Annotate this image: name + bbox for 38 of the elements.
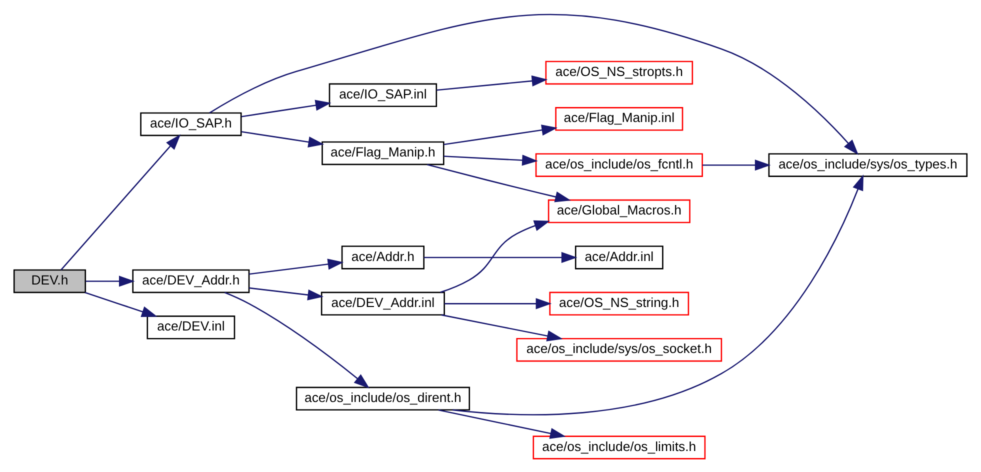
node-box: ace/IO_SAP.h — [140, 112, 242, 136]
node-box: ace/os_include/sys/os_socket.h — [516, 337, 722, 362]
node-box: ace/DEV.inl — [146, 315, 236, 339]
node-box: ace/Addr.inl — [574, 245, 664, 269]
node-box: ace/Flag_Manip.inl — [555, 106, 684, 130]
arrow — [440, 220, 550, 292]
node-box: ace/os_include/os_limits.h — [532, 435, 706, 459]
node-box: ace/os_include/os_dirent.h — [296, 386, 470, 410]
arrow — [441, 314, 563, 341]
arrow — [224, 291, 370, 388]
arrow — [452, 174, 864, 415]
node-box: ace/OS_NS_string.h — [549, 291, 690, 316]
arrow — [702, 159, 771, 170]
node-box: ace/DEV_Addr.h — [132, 268, 250, 293]
node-box: ace/Flag_Manip.h — [322, 140, 444, 165]
arrow — [248, 258, 344, 274]
arrow — [444, 154, 538, 166]
node-box: ace/OS_NS_stropts.h — [545, 60, 694, 84]
node-box: ace/DEV_Addr.inl — [320, 291, 445, 316]
arrow — [84, 291, 158, 316]
arrow — [209, 14, 859, 155]
node-box: DEV.h — [13, 268, 86, 293]
node-box: ace/Global_Macros.h — [548, 198, 690, 223]
arrow — [444, 124, 558, 145]
arrow — [444, 298, 552, 309]
arrow — [241, 130, 324, 147]
arrow — [249, 286, 324, 300]
arrow — [436, 74, 548, 90]
arrow — [86, 275, 135, 286]
node-box: ace/os_include/os_fcntl.h — [535, 152, 703, 176]
arrow — [427, 163, 571, 202]
node-box: ace/Addr.h — [341, 245, 425, 269]
node-box: ace/os_include/sys/os_types.h — [768, 152, 968, 176]
arrow — [60, 134, 181, 270]
arrow — [241, 99, 332, 117]
arrow — [438, 408, 566, 438]
node-box: ace/IO_SAP.inl — [328, 82, 438, 107]
arrow — [424, 251, 578, 263]
